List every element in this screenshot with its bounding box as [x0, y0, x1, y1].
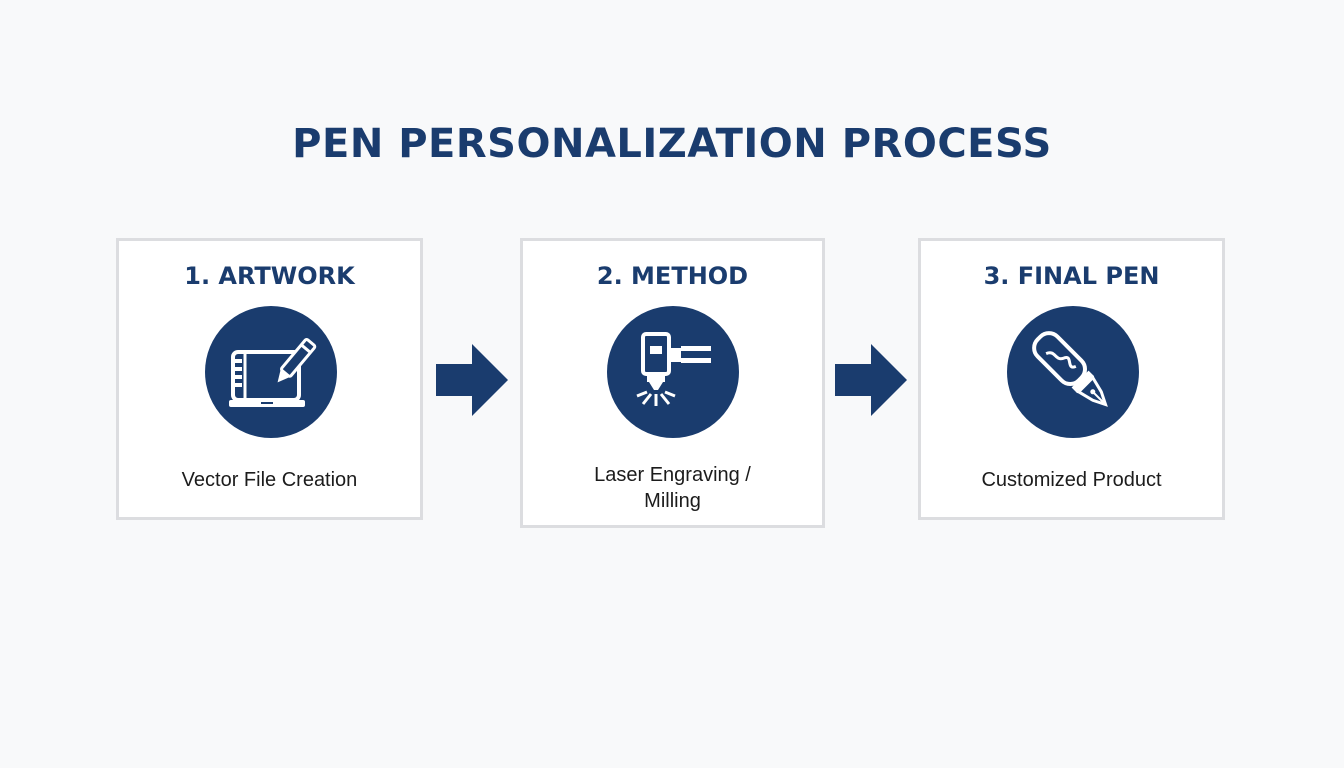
- laser-engraver-icon: [607, 306, 739, 438]
- step-title: 2. METHOD: [596, 262, 749, 290]
- step-card-artwork: 1. ARTWORK Vector File Creation: [116, 238, 423, 520]
- step-card-method: 2. METHOD Laser Engraving / Milling: [520, 238, 825, 528]
- step-title: 3. FINAL PEN: [983, 262, 1160, 290]
- fountain-pen-icon: [1007, 306, 1139, 438]
- step-caption-line-1: Laser Engraving /: [594, 464, 751, 486]
- diagram-title: PEN PERSONALIZATION PROCESS: [292, 121, 1052, 167]
- step-title: 1. ARTWORK: [184, 262, 355, 290]
- arrow-right-icon: [436, 344, 508, 416]
- drawing-tablet-icon: [205, 306, 337, 438]
- step-caption-line-2: Milling: [644, 490, 701, 512]
- step-caption: Vector File Creation: [181, 469, 358, 491]
- step-caption: Customized Product: [981, 469, 1162, 491]
- step-card-final-pen: 3. FINAL PEN Customized Product: [918, 238, 1225, 520]
- arrow-right-icon: [835, 344, 907, 416]
